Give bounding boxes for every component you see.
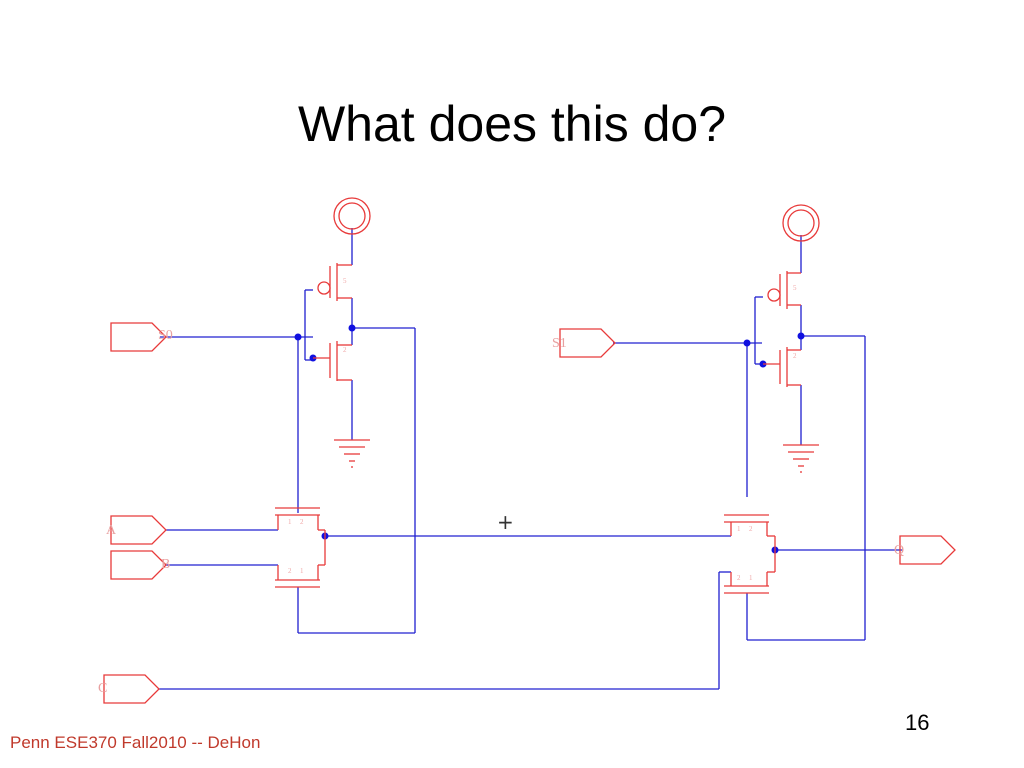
input-port-a: A <box>106 515 167 545</box>
port-label-a: A <box>106 523 117 538</box>
input-port-b: B <box>110 550 170 580</box>
input-port-c: C <box>98 674 160 704</box>
nmos-left: 2 <box>313 341 352 381</box>
pmos-left: 5 <box>317 263 352 301</box>
tg-right-pin-4: 1 <box>749 574 753 582</box>
tg-left-pin-2: 2 <box>300 518 304 526</box>
tg-left-pin-4: 1 <box>300 567 304 575</box>
vdd-symbol-left <box>333 197 371 235</box>
transmission-gate-left: 1 2 2 1 <box>275 507 326 588</box>
nmos-left-width: 2 <box>343 346 347 354</box>
slide-footer: Penn ESE370 Fall2010 -- DeHon <box>10 733 261 752</box>
output-port-q: Q <box>894 535 956 565</box>
port-label-out: Q <box>894 543 904 558</box>
pmos-right: 5 <box>767 271 801 309</box>
wires <box>158 228 903 690</box>
input-port-s0: S0 <box>110 322 173 352</box>
ground-symbol-left <box>334 439 370 468</box>
page-number: 16 <box>905 710 930 735</box>
port-label-s0: S0 <box>158 328 173 343</box>
port-label-c: C <box>98 681 107 696</box>
tg-right-pin-3: 2 <box>737 574 741 582</box>
cursor-crosshair: + <box>497 510 514 534</box>
tg-right-pin-2: 2 <box>749 525 753 533</box>
tg-left-pin-3: 2 <box>288 567 292 575</box>
tg-left-pin-1: 1 <box>288 518 292 526</box>
slide-title: What does this do? <box>297 96 727 152</box>
pmos-left-width: 5 <box>343 277 347 285</box>
pmos-right-width: 5 <box>793 284 797 292</box>
transmission-gate-right: 1 2 2 1 <box>724 514 776 594</box>
nmos-right-width: 2 <box>793 352 797 360</box>
nmos-right: 2 <box>763 347 801 387</box>
vdd-symbol-right <box>782 204 820 242</box>
ground-symbol-right <box>783 444 819 473</box>
junction-nodes <box>294 324 805 554</box>
input-port-s1: S1 <box>552 328 616 358</box>
port-label-b: B <box>161 557 170 572</box>
tg-right-pin-1: 1 <box>737 525 741 533</box>
port-label-s1: S1 <box>552 336 567 351</box>
